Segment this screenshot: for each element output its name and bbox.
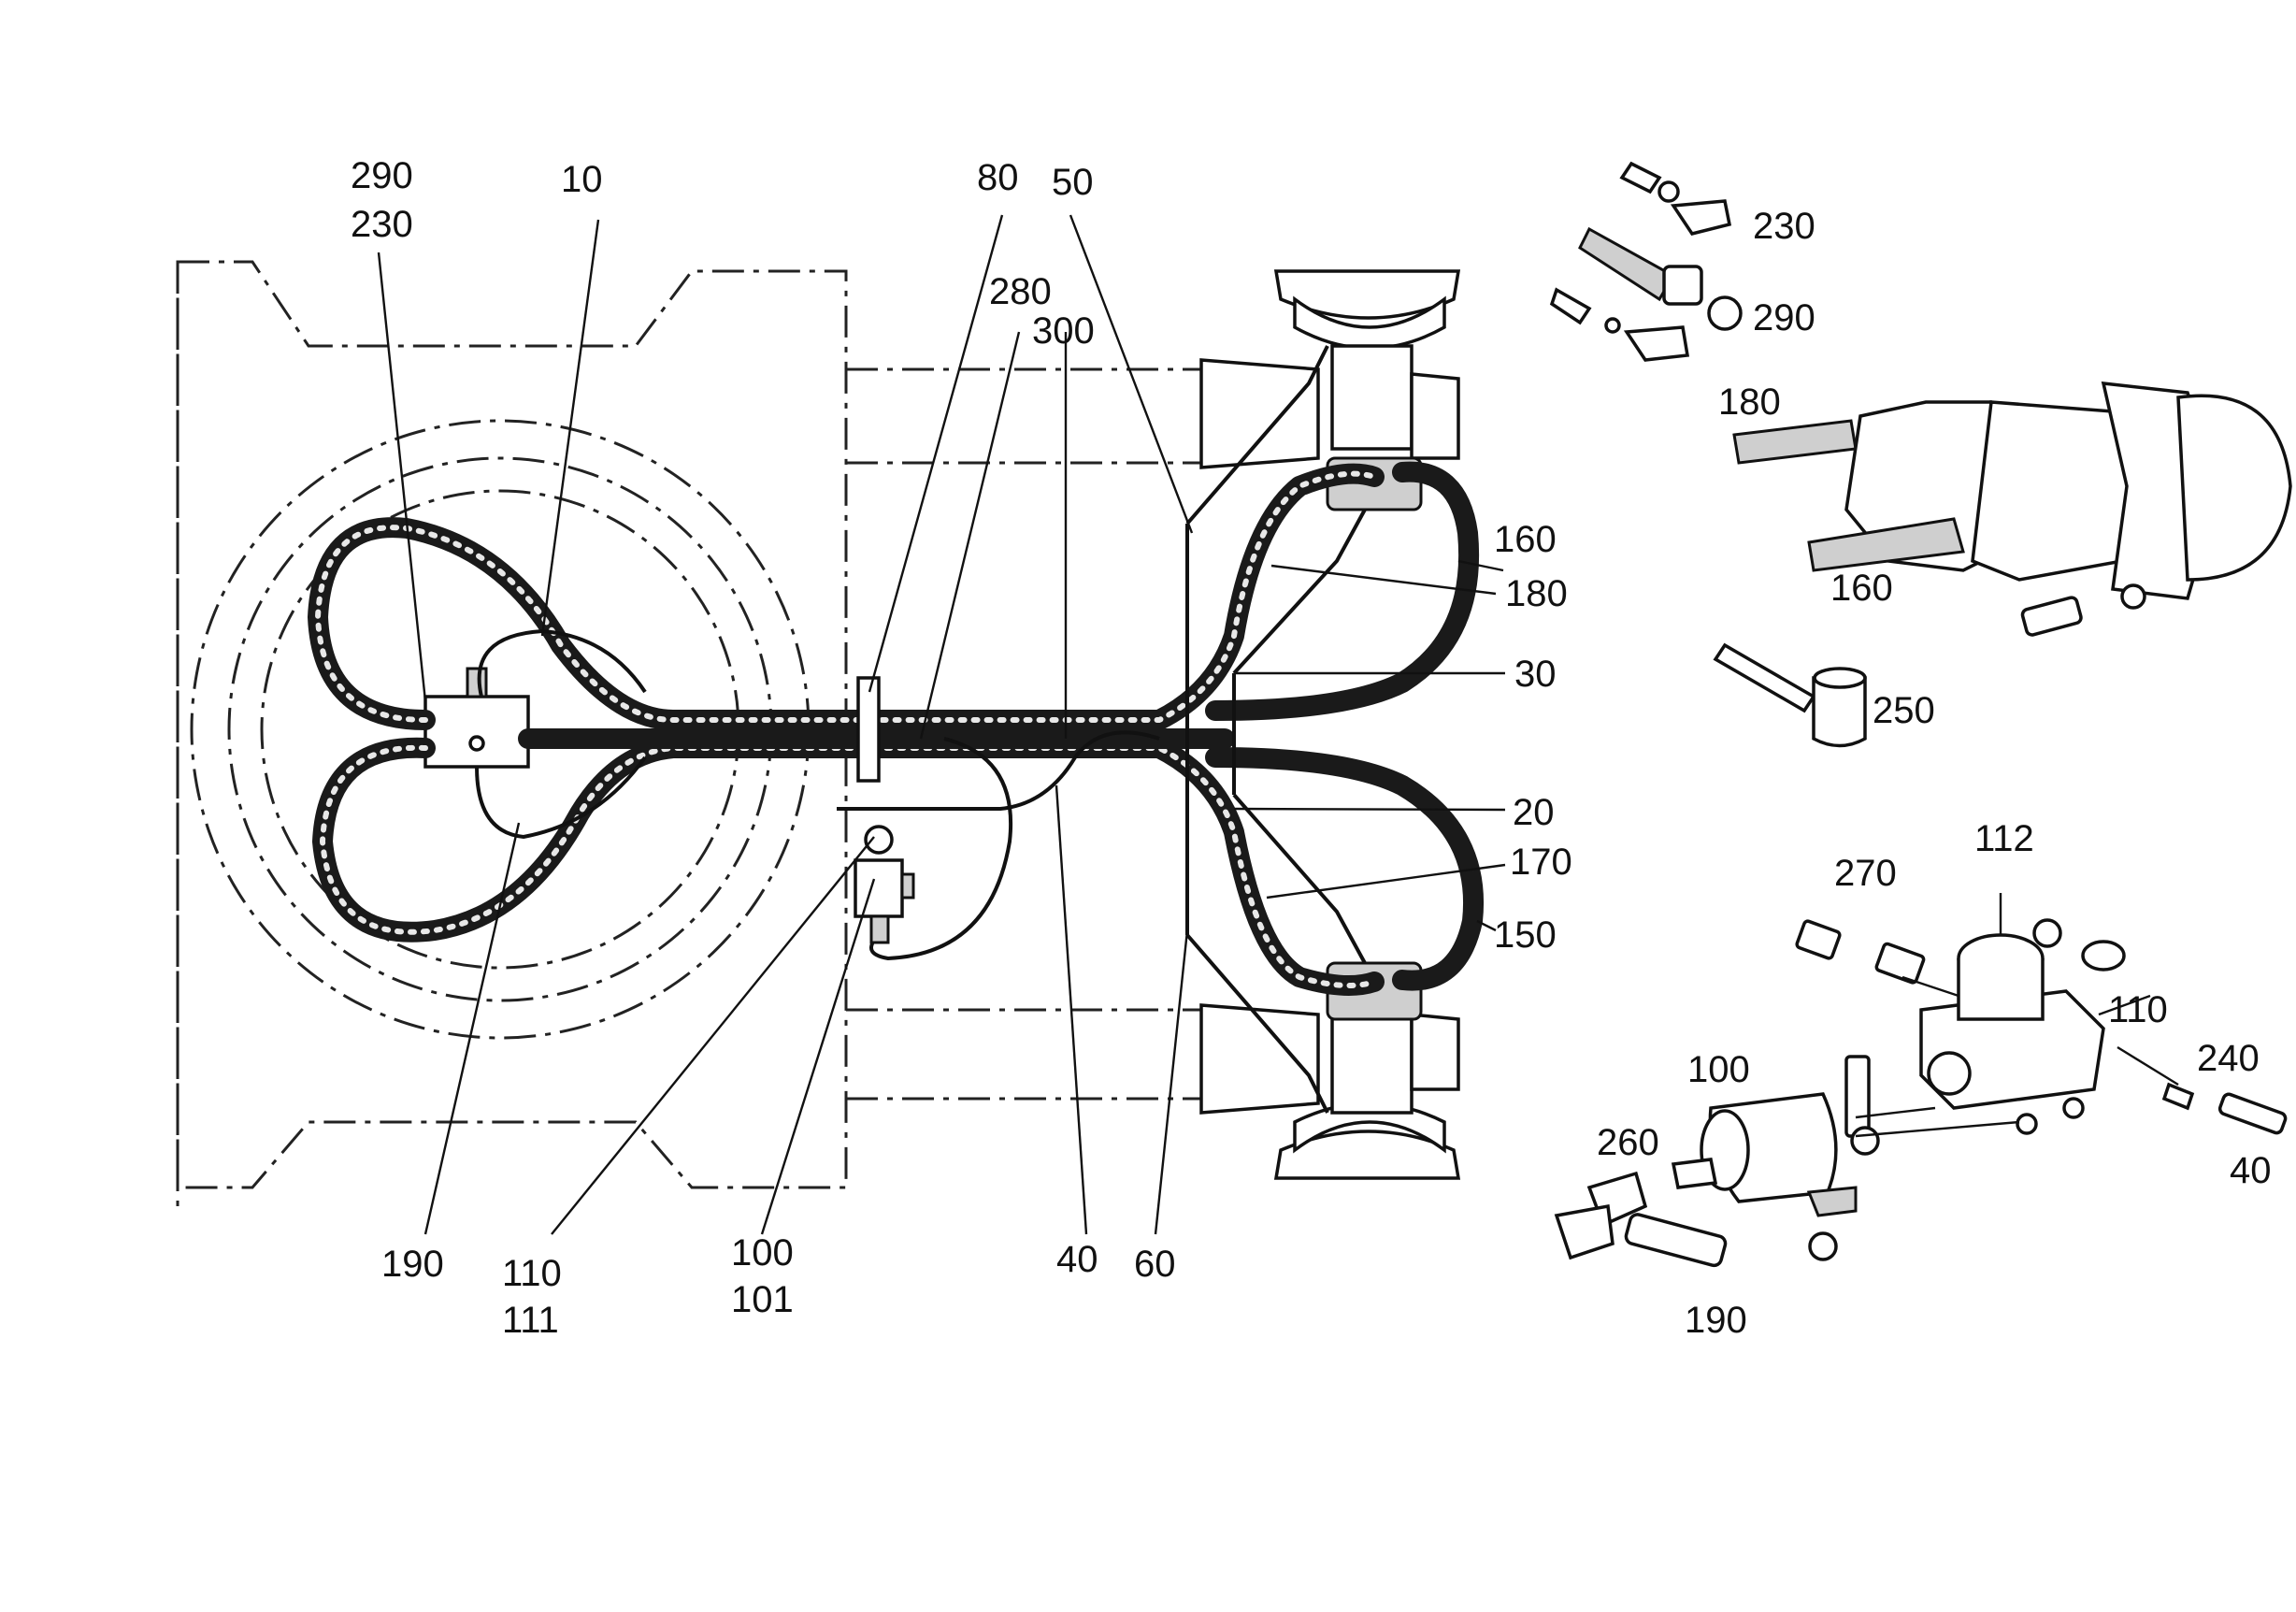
callout-170: 170 xyxy=(1510,842,1572,883)
master-cylinder-detail xyxy=(1554,893,2288,1268)
callout-101: 101 xyxy=(731,1279,794,1320)
callout-180: 180 xyxy=(1505,573,1568,614)
leaders-main xyxy=(377,214,1506,1235)
callout-110-detail: 110 xyxy=(2108,989,2168,1030)
callout-100-detail: 100 xyxy=(1687,1049,1750,1090)
callout-230-detail: 230 xyxy=(1753,206,1815,247)
callout-160-detail: 160 xyxy=(1830,568,1893,609)
motor-detail xyxy=(1732,381,2292,637)
callout-112: 112 xyxy=(1974,818,2034,859)
tool-detail xyxy=(1713,642,1867,748)
hose-bundle xyxy=(308,461,1484,996)
callout-10: 10 xyxy=(561,159,603,200)
callout-20: 20 xyxy=(1513,792,1555,833)
main-assembly xyxy=(176,214,1506,1235)
callout-240: 240 xyxy=(2197,1038,2260,1079)
callout-40-detail: 40 xyxy=(2230,1150,2272,1191)
callout-180-detail: 180 xyxy=(1718,381,1781,423)
callout-290: 290 xyxy=(351,155,413,196)
hose-clamp xyxy=(856,676,881,783)
callout-260: 260 xyxy=(1597,1122,1659,1163)
callout-111: 111 xyxy=(502,1300,559,1341)
chassis-outline xyxy=(176,260,1215,1206)
lower-wheel-hub xyxy=(1199,961,1461,1180)
callout-40: 40 xyxy=(1056,1239,1098,1280)
callout-110: 110 xyxy=(502,1253,562,1294)
callout-30: 30 xyxy=(1514,654,1557,695)
callout-50: 50 xyxy=(1052,162,1094,203)
callout-190-detail: 190 xyxy=(1685,1300,1747,1341)
callout-250: 250 xyxy=(1873,690,1935,731)
brake-valve xyxy=(854,825,915,944)
callout-60: 60 xyxy=(1134,1244,1176,1285)
callout-100: 100 xyxy=(731,1232,794,1274)
callout-190: 190 xyxy=(381,1244,444,1285)
distributor-block xyxy=(423,667,530,769)
callout-270: 270 xyxy=(1834,853,1897,894)
callout-300: 300 xyxy=(1032,310,1095,352)
callout-80: 80 xyxy=(977,157,1019,198)
callout-290-detail: 290 xyxy=(1753,297,1815,338)
callout-230: 230 xyxy=(351,204,413,245)
callout-150: 150 xyxy=(1494,914,1557,956)
callout-160: 160 xyxy=(1494,519,1557,560)
callout-280: 280 xyxy=(989,271,1052,312)
callout-labels: 290 230 10 80 50 280 300 160 180 30 20 1… xyxy=(351,155,2272,1341)
fitting-detail xyxy=(1549,161,1743,362)
